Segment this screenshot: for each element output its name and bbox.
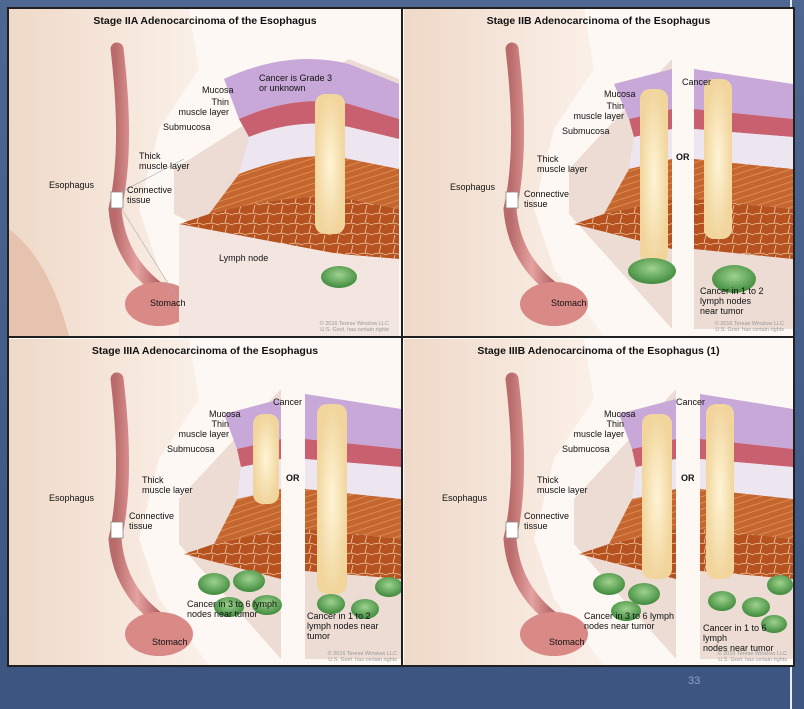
label-mucosa: Mucosa xyxy=(604,409,636,419)
label-or: OR xyxy=(681,473,695,483)
panel-title: Stage IIB Adenocarcinoma of the Esophagu… xyxy=(404,15,793,27)
label-thick-muscle: Thick muscle layer xyxy=(142,475,193,495)
illustration-stage-iia xyxy=(9,9,401,336)
panel-title: Stage IIIA Adenocarcinoma of the Esophag… xyxy=(9,345,401,357)
label-connective: Connective tissue xyxy=(524,511,569,531)
label-lymph-note-right: Cancer in 1 to 2 lymph nodes near tumor xyxy=(700,286,764,316)
copyright: © 2016 Terese Winslow LLC U.S. Govt. has… xyxy=(269,651,397,663)
label-stomach: Stomach xyxy=(152,637,188,647)
label-esophagus: Esophagus xyxy=(49,180,94,190)
label-thin-muscle: Thin muscle layer xyxy=(139,419,229,439)
label-stomach: Stomach xyxy=(549,637,585,647)
label-esophagus: Esophagus xyxy=(49,493,94,503)
label-lymph-node: Lymph node xyxy=(219,253,268,263)
label-thick-muscle: Thick muscle layer xyxy=(139,151,190,171)
label-thick-muscle: Thick muscle layer xyxy=(537,475,588,495)
label-or: OR xyxy=(286,473,300,483)
panel-title: Stage IIIB Adenocarcinoma of the Esophag… xyxy=(404,345,793,357)
panel-stage-iiib: Stage IIIB Adenocarcinoma of the Esophag… xyxy=(404,339,793,665)
label-esophagus: Esophagus xyxy=(442,493,487,503)
label-lymph-note-left: Cancer in 3 to 6 lymph nodes near tumor xyxy=(584,611,674,631)
panel-stage-iiia: Stage IIIA Adenocarcinoma of the Esophag… xyxy=(9,339,401,665)
label-thin-muscle: Thin muscle layer xyxy=(534,101,624,121)
copyright: © 2016 Terese Winslow LLC U.S. Govt. has… xyxy=(654,321,784,333)
label-submucosa: Submucosa xyxy=(562,444,610,454)
label-lymph-note-right: Cancer in 1 to 6 lymph nodes near tumor xyxy=(703,623,793,653)
copyright: © 2016 Terese Winslow LLC U.S. Govt. has… xyxy=(659,651,787,663)
label-or: OR xyxy=(676,152,690,162)
diagram-frame: Stage IIA Adenocarcinoma of the Esophagu… xyxy=(7,7,795,667)
panel-stage-iib: Stage IIB Adenocarcinoma of the Esophagu… xyxy=(404,9,793,336)
label-stomach: Stomach xyxy=(150,298,186,308)
panel-divider-horizontal xyxy=(9,336,793,338)
label-thin-muscle: Thin muscle layer xyxy=(139,97,229,117)
label-mucosa: Mucosa xyxy=(604,89,636,99)
copyright: © 2016 Terese Winslow LLC U.S. Govt. has… xyxy=(259,321,389,333)
label-submucosa: Submucosa xyxy=(562,126,610,136)
label-lymph-note-right: Cancer in 1 to 2 lymph nodes near tumor xyxy=(307,611,379,641)
label-esophagus: Esophagus xyxy=(450,182,495,192)
label-connective: Connective tissue xyxy=(129,511,174,531)
label-submucosa: Submucosa xyxy=(167,444,215,454)
label-connective: Connective tissue xyxy=(524,189,569,209)
page-number: 33 xyxy=(688,675,700,687)
label-connective: Connective tissue xyxy=(127,185,172,205)
label-submucosa: Submucosa xyxy=(163,122,211,132)
label-mucosa: Mucosa xyxy=(209,409,241,419)
label-cancer: Cancer xyxy=(273,397,302,407)
label-mucosa: Mucosa xyxy=(202,85,234,95)
label-cancer: Cancer is Grade 3 or unknown xyxy=(259,73,332,93)
panel-title: Stage IIA Adenocarcinoma of the Esophagu… xyxy=(9,15,401,27)
label-cancer: Cancer xyxy=(682,77,711,87)
label-cancer: Cancer xyxy=(676,397,705,407)
panel-stage-iia: Stage IIA Adenocarcinoma of the Esophagu… xyxy=(9,9,401,336)
label-thin-muscle: Thin muscle layer xyxy=(534,419,624,439)
label-lymph-note-left: Cancer in 3 to 6 lymph nodes near tumor xyxy=(187,599,277,619)
label-stomach: Stomach xyxy=(551,298,587,308)
label-thick-muscle: Thick muscle layer xyxy=(537,154,588,174)
